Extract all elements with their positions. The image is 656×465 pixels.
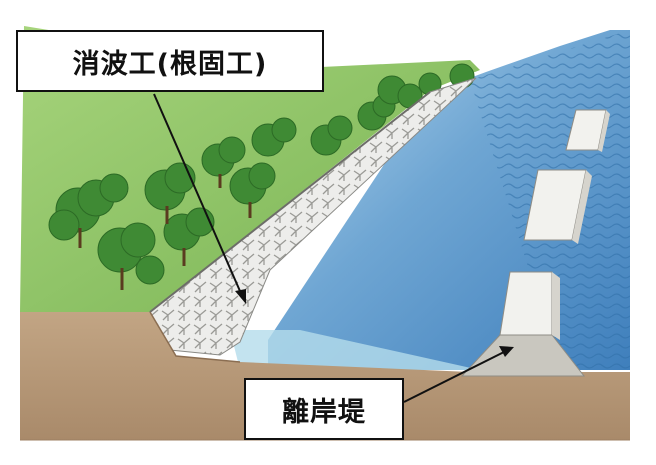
wave-dissipation-label: 消波工(根固工) xyxy=(16,30,324,92)
trees xyxy=(48,63,475,290)
tetrapod-armor-blocks xyxy=(149,77,477,356)
breakwater-block-far xyxy=(565,109,610,152)
breakwater-leader xyxy=(403,350,507,403)
breakwater-block-middle xyxy=(523,169,592,244)
detached-breakwater-label: 離岸堤 xyxy=(244,378,404,440)
breakwater-arrowhead xyxy=(499,346,514,357)
breakwater-block-near xyxy=(460,271,586,377)
wave-dissipation-label-text: 消波工(根固工) xyxy=(72,48,268,80)
wave-dissipation-arrowhead xyxy=(235,289,246,304)
detached-breakwater-blocks xyxy=(460,109,610,377)
soil-cross-section xyxy=(20,311,630,441)
detached-breakwater-label-text: 離岸堤 xyxy=(282,396,366,428)
wave-dissipation-leader xyxy=(153,93,244,299)
leader-arrows xyxy=(153,93,514,403)
